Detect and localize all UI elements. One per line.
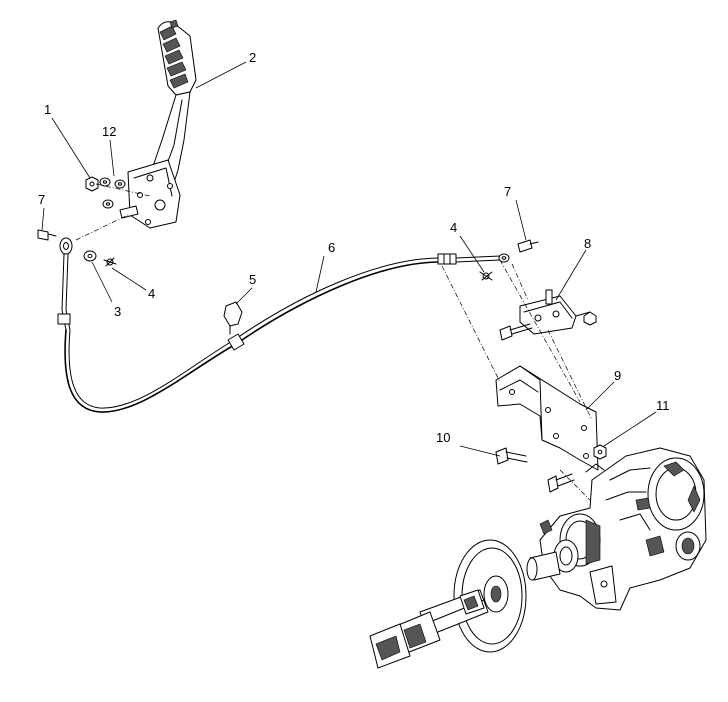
callout-7-left: 7 (38, 192, 45, 207)
callout-4-left: 4 (148, 286, 155, 301)
clip-4-right (479, 271, 493, 281)
bolt-upper (499, 323, 533, 341)
pin-7-right (517, 239, 539, 253)
clip-5 (223, 301, 243, 335)
callout-7-right: 7 (504, 184, 511, 199)
callout-11: 11 (656, 398, 670, 413)
clip-4-left (103, 257, 117, 267)
washer-3 (83, 250, 97, 262)
callout-6: 6 (328, 240, 335, 255)
callout-12: 12 (102, 124, 116, 139)
pin-7-left (37, 229, 57, 241)
brake-disc (453, 539, 527, 653)
brake-cable (57, 237, 510, 413)
callout-10: 10 (436, 430, 450, 445)
nut-1 (85, 176, 99, 192)
callout-8: 8 (584, 236, 591, 251)
callout-4-right: 4 (450, 220, 457, 235)
washers-12 (99, 177, 126, 209)
mounting-bracket-9 (495, 365, 599, 471)
callout-9: 9 (614, 368, 621, 383)
callout-5: 5 (249, 272, 256, 287)
drive-shaft (369, 589, 489, 669)
callout-1: 1 (44, 102, 51, 117)
callout-3: 3 (114, 304, 121, 319)
callout-2: 2 (249, 50, 256, 65)
bolt-10 (495, 447, 528, 465)
lever-assembly-8 (519, 289, 597, 335)
brake-lever (119, 19, 197, 229)
nut-11 (593, 444, 607, 460)
transmission-housing (526, 447, 707, 611)
bolt-lower (547, 473, 575, 493)
